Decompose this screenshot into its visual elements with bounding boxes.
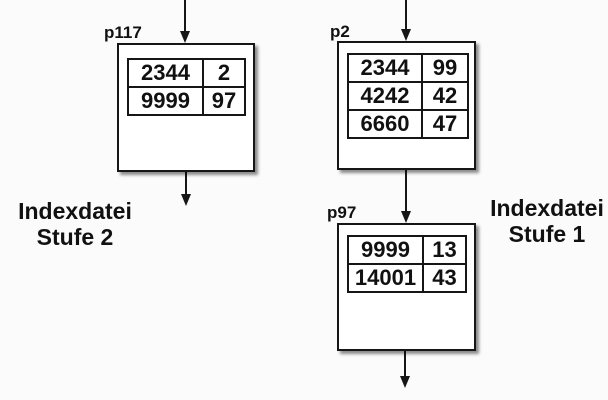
pointer-cell: 47 <box>421 109 469 139</box>
pointer-cell: 42 <box>421 81 469 111</box>
caption-line: Indexdatei <box>490 195 604 221</box>
key-cell: 14001 <box>347 263 424 293</box>
key-cell: 2344 <box>347 53 423 83</box>
pointer-cell: 99 <box>421 53 469 83</box>
key-cell: 2344 <box>127 58 204 88</box>
arrow-down-icon <box>401 211 411 223</box>
key-cell: 9999 <box>347 235 424 265</box>
connector-line-p97-down <box>404 351 406 376</box>
key-cell: 6660 <box>347 109 423 139</box>
caption-line: Stufe 1 <box>508 221 586 247</box>
node-label-p97: p97 <box>327 203 357 222</box>
node-label-p2: p2 <box>330 22 350 41</box>
table-row: 2344 99 <box>347 53 469 83</box>
key-cell: 9999 <box>127 86 204 116</box>
table-row: 2344 2 <box>127 58 246 88</box>
caption-indexdatei-stufe-2: Indexdatei Stufe 2 <box>15 198 135 250</box>
connector-line-p2-to-p97 <box>405 170 407 211</box>
node-box-p2: 2344 99 4242 42 6660 47 <box>337 41 476 170</box>
arrow-down-icon <box>401 29 411 41</box>
arrow-down-icon <box>181 194 191 206</box>
index-table-p97: 9999 13 14001 43 <box>347 235 467 293</box>
node-box-p97: 9999 13 14001 43 <box>337 223 476 351</box>
index-table-p2: 2344 99 4242 42 6660 47 <box>347 53 469 139</box>
node-box-p117: 2344 2 9999 97 <box>117 43 255 172</box>
index-table-p117: 2344 2 9999 97 <box>127 58 246 116</box>
arrow-down-icon <box>180 31 190 43</box>
caption-line: Indexdatei <box>18 198 132 224</box>
table-row: 4242 42 <box>347 81 469 111</box>
caption-indexdatei-stufe-1: Indexdatei Stufe 1 <box>487 195 607 247</box>
pointer-cell: 97 <box>202 86 246 116</box>
table-row: 14001 43 <box>347 263 467 293</box>
connector-line-top-to-p117 <box>184 0 186 31</box>
arrow-down-icon <box>400 376 410 388</box>
connector-line-p117-down <box>185 172 187 194</box>
pointer-cell: 2 <box>202 58 246 88</box>
connector-line-top-to-p2 <box>405 0 407 29</box>
pointer-cell: 43 <box>422 263 467 293</box>
pointer-cell: 13 <box>422 235 467 265</box>
table-row: 6660 47 <box>347 109 469 139</box>
table-row: 9999 13 <box>347 235 467 265</box>
key-cell: 4242 <box>347 81 423 111</box>
caption-line: Stufe 2 <box>36 224 114 250</box>
node-label-p117: p117 <box>104 23 142 42</box>
table-row: 9999 97 <box>127 86 246 116</box>
